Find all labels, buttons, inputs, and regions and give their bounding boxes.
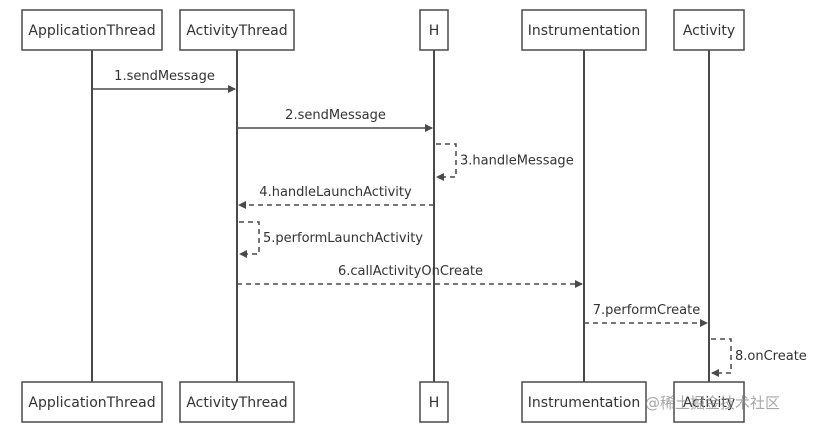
message-label: 6.callActivityOnCreate	[338, 264, 483, 279]
participant-act-bottom: ActivityThread	[179, 381, 295, 423]
message-label: 5.performLaunchActivity	[263, 231, 423, 246]
participant-box	[179, 381, 295, 423]
message-label: 7.performCreate	[593, 303, 701, 318]
participant-label: ApplicationThread	[28, 395, 155, 411]
message-arrow	[711, 338, 732, 377]
participant-acty-top: Activity	[673, 9, 745, 51]
participant-box	[419, 381, 449, 423]
participant-h-top: H	[419, 9, 449, 51]
message-8: 8.onCreate	[711, 338, 807, 377]
message-4: 4.handleLaunchActivity	[238, 185, 434, 209]
participant-label: H	[429, 395, 440, 411]
participant-label: Activity	[683, 23, 735, 39]
message-label: 8.onCreate	[735, 349, 807, 364]
participant-label: Instrumentation	[528, 395, 640, 411]
participant-label: ApplicationThread	[28, 23, 155, 39]
message-arrow	[436, 143, 457, 181]
participant-label: ActivityThread	[186, 23, 287, 39]
message-label: 1.sendMessage	[114, 69, 215, 84]
participant-box	[419, 9, 449, 51]
participant-label: Activity	[683, 395, 735, 411]
message-arrow	[239, 221, 260, 258]
participant-label: H	[429, 23, 440, 39]
message-6: 6.callActivityOnCreate	[237, 264, 583, 288]
participant-ins-bottom: Instrumentation	[521, 381, 647, 423]
participant-label: ActivityThread	[186, 395, 287, 411]
participant-label: Instrumentation	[528, 23, 640, 39]
participant-box	[21, 381, 163, 423]
participant-app-bottom: ApplicationThread	[21, 381, 163, 423]
message-5: 5.performLaunchActivity	[239, 221, 423, 258]
message-7: 7.performCreate	[584, 303, 708, 327]
message-3: 3.handleMessage	[436, 143, 574, 181]
message-label: 2.sendMessage	[285, 108, 386, 123]
participant-box	[521, 9, 647, 51]
message-label: 4.handleLaunchActivity	[259, 185, 412, 200]
participant-ins-top: Instrumentation	[521, 9, 647, 51]
message-label: 3.handleMessage	[460, 154, 574, 169]
participant-app-top: ApplicationThread	[21, 9, 163, 51]
message-1: 1.sendMessage	[92, 69, 236, 93]
participant-acty-bottom: Activity	[673, 381, 745, 423]
participant-box	[179, 9, 295, 51]
participant-act-top: ActivityThread	[179, 9, 295, 51]
watermark-text: @稀土掘金技术社区	[645, 394, 781, 412]
participant-box	[21, 9, 163, 51]
participant-box	[521, 381, 647, 423]
participant-box	[673, 9, 745, 51]
participant-h-bottom: H	[419, 381, 449, 423]
message-2: 2.sendMessage	[237, 108, 433, 132]
participant-box	[673, 381, 745, 423]
